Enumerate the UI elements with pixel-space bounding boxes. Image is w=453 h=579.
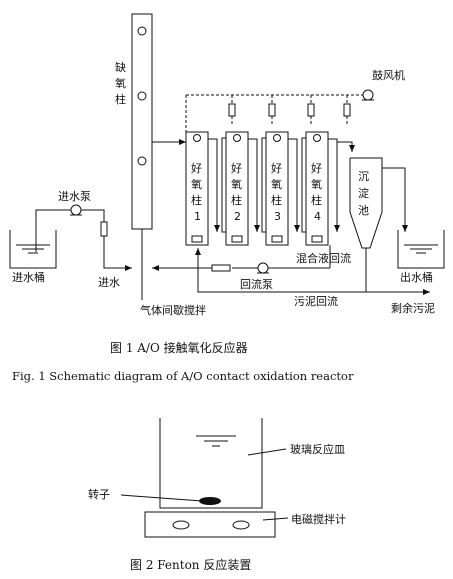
- fenton-apparatus: [120, 418, 289, 538]
- aerobic-4-char-1: 好: [311, 161, 322, 175]
- anoxic-label-2: 氧: [115, 76, 126, 90]
- aerobic-4-num: 4: [314, 210, 321, 223]
- knob-icon: [232, 520, 250, 530]
- column-port-icon: [137, 91, 147, 101]
- rotor-label: 转子: [88, 487, 110, 501]
- aerobic-column-4: [305, 131, 329, 246]
- recycle-lines: [152, 245, 430, 295]
- aerobic-1-char-2: 氧: [191, 177, 202, 191]
- anoxic-label-1: 缺: [115, 60, 126, 74]
- inlet-tank-label: 进水桶: [12, 270, 45, 284]
- aerobic-2-char-1: 好: [231, 161, 242, 175]
- pump-icon: [70, 204, 82, 216]
- aerobic-3-char-3: 柱: [271, 193, 282, 207]
- blower-label: 鼓风机: [372, 68, 405, 82]
- stir-label: 气体间歇搅拌: [140, 303, 206, 317]
- column-port-icon: [313, 134, 321, 142]
- fig1-caption-cn: 图 1 A/O 接触氧化反应器: [110, 340, 248, 355]
- recycle-pump-icon: [257, 262, 269, 274]
- fig2-caption: 图 2 Fenton 反应装置: [130, 557, 251, 572]
- feed-pump-label: 进水泵: [58, 190, 91, 203]
- aerobic-column-2: [225, 131, 249, 246]
- aerobic-2-char-3: 柱: [231, 193, 242, 207]
- dish-label: 玻璃反应皿: [290, 442, 345, 456]
- fig1-caption-en: Fig. 1 Schematic diagram of A/O contact …: [12, 369, 354, 383]
- mixed-recycle-label: 混合液回流: [296, 251, 351, 265]
- aerobic-1-num: 1: [194, 210, 201, 223]
- settling-tank: [349, 157, 408, 268]
- feed-pump: [35, 204, 132, 271]
- aerobic-2-num: 2: [234, 210, 241, 223]
- effluent-line: [382, 167, 408, 232]
- column-port-icon: [273, 134, 281, 142]
- glass-dish: [159, 418, 263, 509]
- column-port-icon: [193, 134, 201, 142]
- anoxic-overflow-line: [151, 38, 186, 145]
- aerobic-2-char-2: 氧: [231, 177, 242, 191]
- recycle-pump-label: 回流泵: [240, 277, 273, 291]
- column-port-icon: [137, 156, 147, 166]
- stirrer-label: 电磁搅拌计: [291, 512, 346, 526]
- inflow-label: 进水: [98, 276, 120, 289]
- settling-char-3: 池: [358, 204, 369, 217]
- aerobic-column-1: [185, 131, 209, 246]
- aerobic-3-num: 3: [274, 210, 281, 223]
- inlet-tank: [9, 230, 57, 269]
- blower-icon: [362, 89, 374, 101]
- aerobic-3-char-2: 氧: [271, 177, 282, 191]
- anoxic-column: [131, 13, 153, 300]
- aerobic-4-char-3: 柱: [311, 193, 322, 207]
- settling-char-1: 沉: [358, 170, 369, 183]
- outlet-tank-label: 出水桶: [400, 270, 433, 284]
- aerobic-column-3: [265, 131, 289, 246]
- column-port-icon: [233, 134, 241, 142]
- column-port-icon: [137, 26, 147, 36]
- aerobic-4-char-2: 氧: [311, 177, 322, 191]
- aerobic-1-char-1: 好: [191, 161, 202, 175]
- aerobic-flow-arrows: [208, 137, 355, 233]
- sludge-recycle-label: 污泥回流: [294, 294, 338, 308]
- rotor-icon: [199, 497, 221, 505]
- excess-sludge-label: 剩余污泥: [391, 301, 435, 315]
- outlet-tank: [397, 230, 445, 269]
- aerobic-1-char-3: 柱: [191, 193, 202, 207]
- anoxic-label-3: 柱: [115, 92, 126, 106]
- aerobic-3-char-1: 好: [271, 161, 282, 175]
- knob-icon: [172, 520, 190, 530]
- settling-char-2: 淀: [358, 186, 369, 200]
- air-flowmeters: [228, 103, 351, 124]
- magnetic-stirrer: [144, 511, 276, 538]
